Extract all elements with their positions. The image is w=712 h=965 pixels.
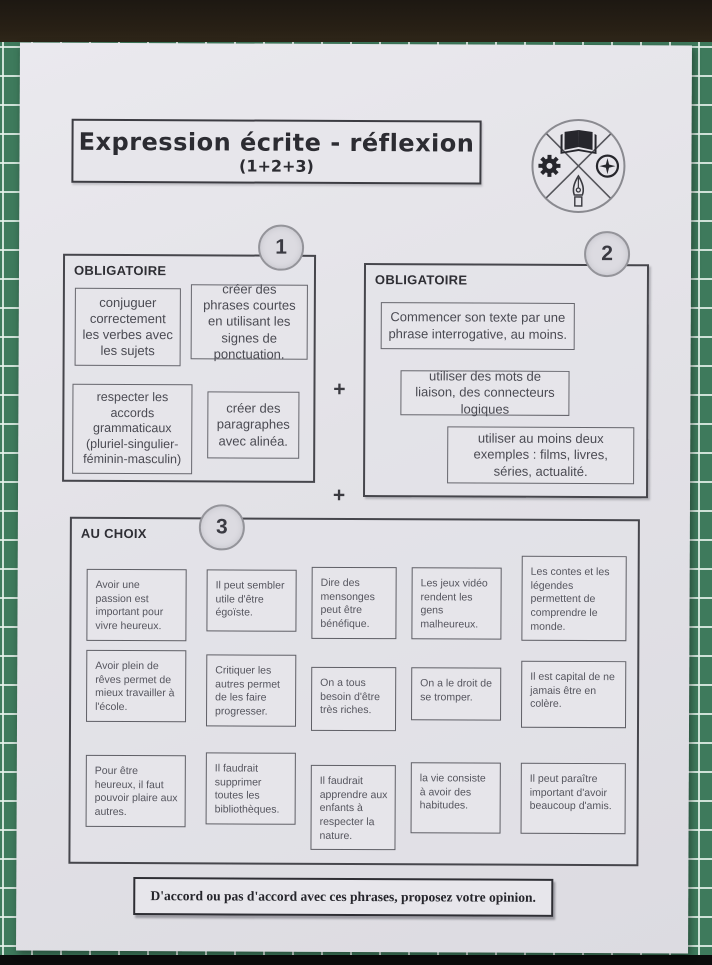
statement-card: On a tous besoin d'être très riches. xyxy=(310,666,397,732)
statement-card: Il peut sembler utile d'être égoïste. xyxy=(206,569,297,632)
statement-card: Dire des mensonges peut être bénéfique. xyxy=(311,566,397,639)
statement-row-2: Avoir plein de rêves permet de mieux tra… xyxy=(86,649,627,732)
badge-2: 2 xyxy=(583,231,631,278)
statement-row-3: Pour être heureux, il faut pouvoir plair… xyxy=(85,752,626,852)
rule-card: utiliser des mots de liaison, des connec… xyxy=(400,368,570,416)
obligatoire-2-section: OBLIGATOIRE Commencer son texte par une … xyxy=(363,263,650,499)
statement-card: Il est capital de ne jamais être en colè… xyxy=(520,660,627,729)
page-subtitle: (1+2+3) xyxy=(238,155,314,176)
compass-icon xyxy=(595,154,620,178)
statement-card: Avoir une passion est important pour viv… xyxy=(86,568,187,641)
badge-3: 3 xyxy=(198,504,245,551)
statement-card: Il faudrait supprimer toutes les bibliot… xyxy=(205,752,296,825)
plus-sign-2: + xyxy=(332,483,346,507)
book-icon xyxy=(560,129,597,155)
rule-card: Commencer son texte par une phrase inter… xyxy=(380,302,575,350)
page-title: Expression écrite - réflexion xyxy=(78,127,475,158)
worksheet-paper: Expression écrite - réflexion (1+2+3) xyxy=(16,42,692,954)
pen-nib-icon xyxy=(572,174,585,207)
worksheet-title-box: Expression écrite - réflexion (1+2+3) xyxy=(71,118,482,185)
statement-card: Il peut paraître important d'avoir beauc… xyxy=(520,762,626,835)
statement-row-1: Avoir une passion est important pour viv… xyxy=(86,554,627,643)
badge-1: 1 xyxy=(257,224,305,271)
plus-sign-1: + xyxy=(333,377,346,401)
statement-card: Avoir plein de rêves permet de mieux tra… xyxy=(86,649,187,722)
statement-card: la vie consiste à avoir des habitudes. xyxy=(410,762,501,834)
statement-card: Il faudrait apprendre aux enfants à resp… xyxy=(310,764,396,851)
statement-card: Pour être heureux, il faut pouvoir plair… xyxy=(85,754,186,827)
statement-card: Les jeux vidéo rendent les gens malheure… xyxy=(411,567,502,640)
dark-top-strip xyxy=(0,0,712,42)
instruction-text: D'accord ou pas d'accord avec ces phrase… xyxy=(150,888,536,905)
obligatoire-1-section: OBLIGATOIRE conjuguer correctement les v… xyxy=(62,253,317,483)
rule-card: conjuguer correctement les verbes avec l… xyxy=(74,287,181,367)
logo-circle xyxy=(531,118,626,213)
statement-card: Critiquer les autres permet de les faire… xyxy=(206,654,297,727)
dark-bottom-strip xyxy=(0,955,712,965)
statement-card: Les contes et les légendes permettent de… xyxy=(521,555,627,642)
instruction-banner: D'accord ou pas d'accord avec ces phrase… xyxy=(133,877,554,917)
rule-card: respecter les accords grammaticaux (plur… xyxy=(72,383,193,475)
section-1-header: OBLIGATOIRE xyxy=(73,262,167,279)
section-2-header: OBLIGATOIRE xyxy=(374,272,468,288)
au-choix-section: AU CHOIX Avoir une passion est important… xyxy=(68,516,640,867)
rule-card: créer des phrases courtes en utilisant l… xyxy=(190,281,308,362)
gear-icon xyxy=(538,154,561,177)
section-3-header: AU CHOIX xyxy=(80,525,147,542)
rule-card: créer des paragraphes avec alinéa. xyxy=(207,391,300,459)
school-logo xyxy=(531,118,626,213)
statement-card: On a le droit de se tromper. xyxy=(411,667,502,721)
rule-card: utiliser au moins deux exemples : films,… xyxy=(447,426,635,485)
